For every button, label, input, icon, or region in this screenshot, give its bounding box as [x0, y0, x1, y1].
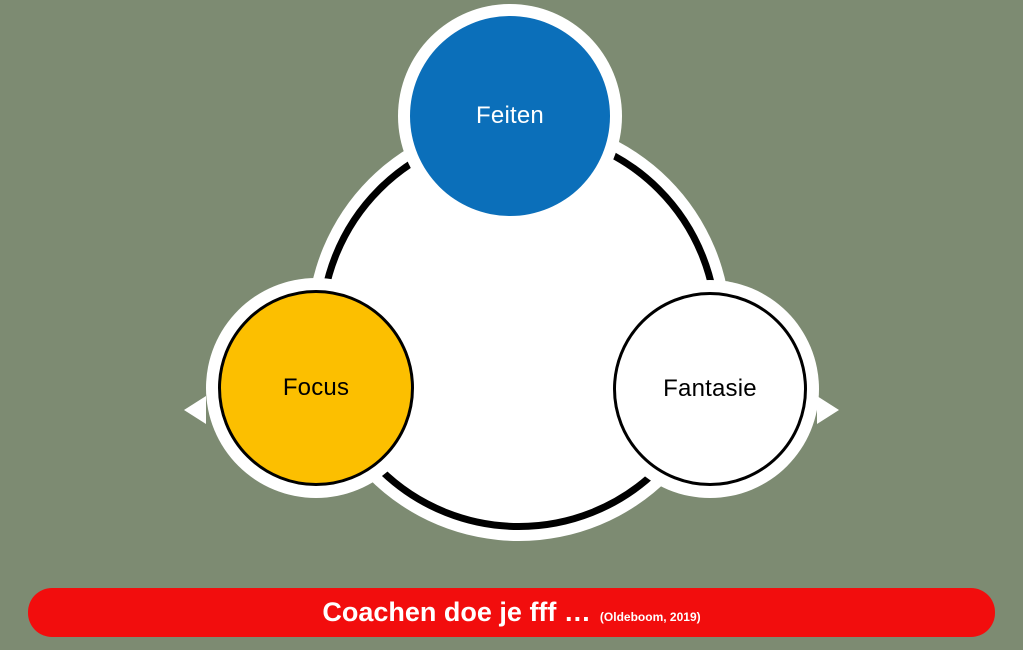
node-feiten: Feiten [410, 16, 610, 216]
caption-title: Coachen doe je fff … [322, 597, 591, 627]
node-fantasie: Fantasie [613, 292, 807, 486]
caption-citation: (Oldeboom, 2019) [599, 610, 701, 624]
node-focus-label: Focus [282, 374, 350, 401]
right-arrow-tip-icon [817, 396, 839, 424]
node-fantasie-label: Fantasie [663, 375, 757, 402]
node-feiten-label: Feiten [476, 102, 544, 129]
node-focus: Focus [218, 290, 414, 486]
caption-banner: Coachen doe je fff … (Oldeboom, 2019) [28, 588, 995, 637]
left-arrow-tip-icon [184, 396, 206, 424]
